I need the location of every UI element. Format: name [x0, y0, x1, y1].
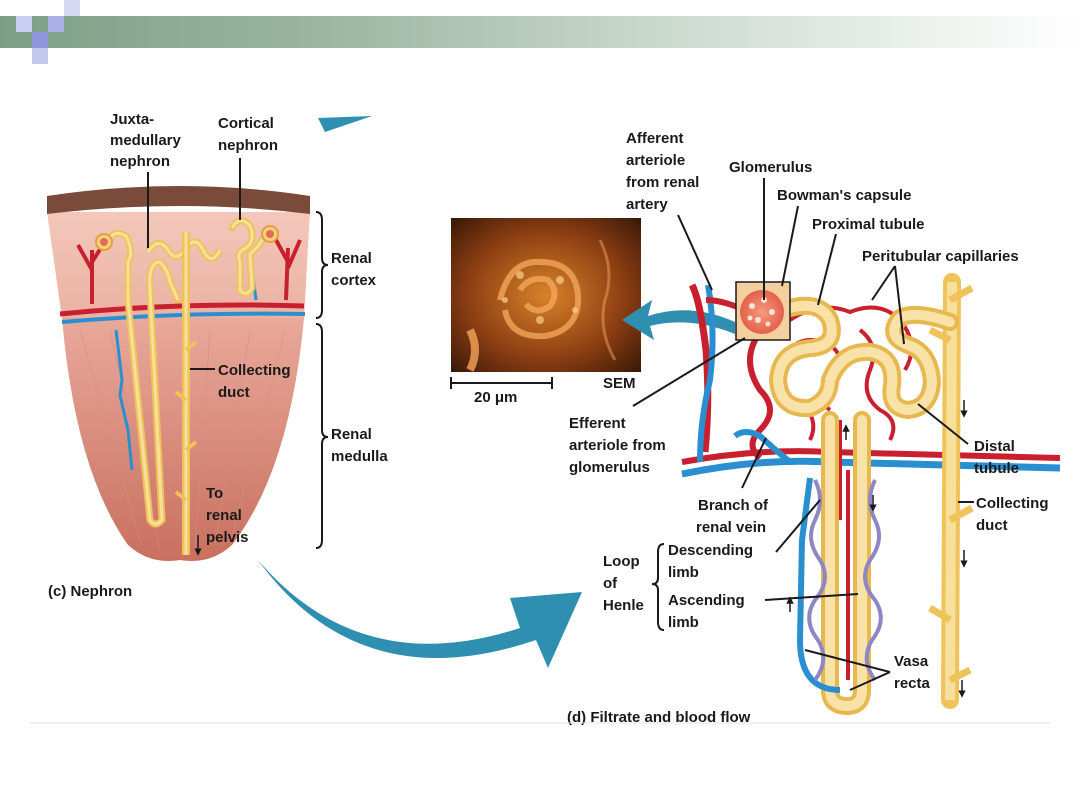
glomerulus-label: Glomerulus	[729, 159, 812, 176]
efferent-arteriole	[747, 330, 773, 461]
header-square-4	[64, 0, 80, 16]
top-teal-arrow	[318, 116, 372, 132]
sem-pointer-arrow	[622, 300, 735, 340]
vasa-recta-label: Vasa recta	[894, 653, 932, 692]
header-square-5	[32, 48, 48, 64]
ascending-limb-label: Ascending limb	[668, 592, 749, 631]
vein-vessel-left	[697, 284, 716, 463]
header-square-2	[48, 16, 64, 32]
ascending-limb-leader	[764, 593, 859, 601]
branch-renal-vein-leader	[741, 437, 767, 489]
header-square-1	[16, 16, 32, 32]
filtrate-blood-flow-caption: (d) Filtrate and blood flow	[567, 709, 751, 726]
peritubular-capillaries-label: Peritubular capillaries	[862, 248, 1019, 265]
loop-of-henle-bracket	[651, 543, 665, 631]
renal-cortex-bracket	[315, 211, 329, 319]
proximal-tubule-label: Proximal tubule	[812, 216, 925, 233]
descending-limb-label: Descending limb	[668, 542, 757, 581]
loop-of-henle-label: Loop of Henle	[603, 553, 644, 614]
slide-header-bar	[0, 16, 1080, 48]
arcuate-artery	[59, 302, 305, 317]
branch-of-renal-vein-label: Branch of renal vein	[696, 497, 772, 536]
nephron-tubule-right	[768, 296, 959, 716]
collecting-duct-flow-arrows	[958, 400, 968, 698]
cortical-nephron-label: Cortical nephron	[218, 115, 278, 154]
juxtamedullary-vasa-recta	[114, 329, 134, 471]
sem-highlights	[502, 271, 578, 324]
bowmans-capsule-label: Bowman's capsule	[777, 187, 911, 204]
juxtamedullary-nephron-label: Juxta- medullary nephron	[110, 111, 185, 170]
glomerulus	[740, 290, 784, 334]
vasa-recta-leader	[804, 649, 891, 691]
afferent-arteriole-label: Afferent arteriole from renal artery	[626, 130, 704, 213]
renal-capsule	[47, 186, 310, 214]
collecting-duct-label-left: Collecting duct	[218, 362, 295, 401]
afferent-leader	[677, 214, 713, 291]
proximal-tubule-leader	[817, 233, 837, 306]
peritubular-leader	[871, 265, 905, 345]
afferent-arteriole	[688, 283, 712, 453]
interlobular-artery-right	[274, 239, 302, 301]
renal-cortex-label: Renal cortex	[331, 250, 377, 289]
to-renal-pelvis-label: To renal pelvis	[206, 485, 249, 546]
distal-tubule-label: Distal tubule	[974, 438, 1019, 477]
big-flow-arrow	[258, 560, 582, 668]
efferent-leader	[632, 337, 746, 407]
renal-medulla-label: Renal medulla	[331, 426, 388, 465]
loop-flow-arrows	[786, 424, 877, 612]
arcuate-vein	[61, 311, 306, 324]
collecting-duct-label-right: Collecting duct	[976, 495, 1053, 534]
bowmans-capsule-leader	[781, 205, 799, 287]
vasa-recta-vein	[796, 477, 841, 693]
distal-tubule-leader	[917, 403, 969, 445]
efferent-arteriole-label: Efferent arteriole from glomerulus	[569, 415, 670, 476]
header-square-3	[32, 32, 48, 48]
descending-limb-leader	[775, 499, 821, 553]
sem-micrograph	[451, 218, 641, 372]
sem-texture	[466, 239, 617, 372]
vasa-recta-mesh	[807, 479, 883, 682]
nephron-caption: (c) Nephron	[48, 583, 132, 600]
sem-tag: SEM	[603, 375, 636, 392]
renal-medulla-bracket	[315, 323, 329, 549]
scale-label: 20 μm	[474, 389, 517, 406]
